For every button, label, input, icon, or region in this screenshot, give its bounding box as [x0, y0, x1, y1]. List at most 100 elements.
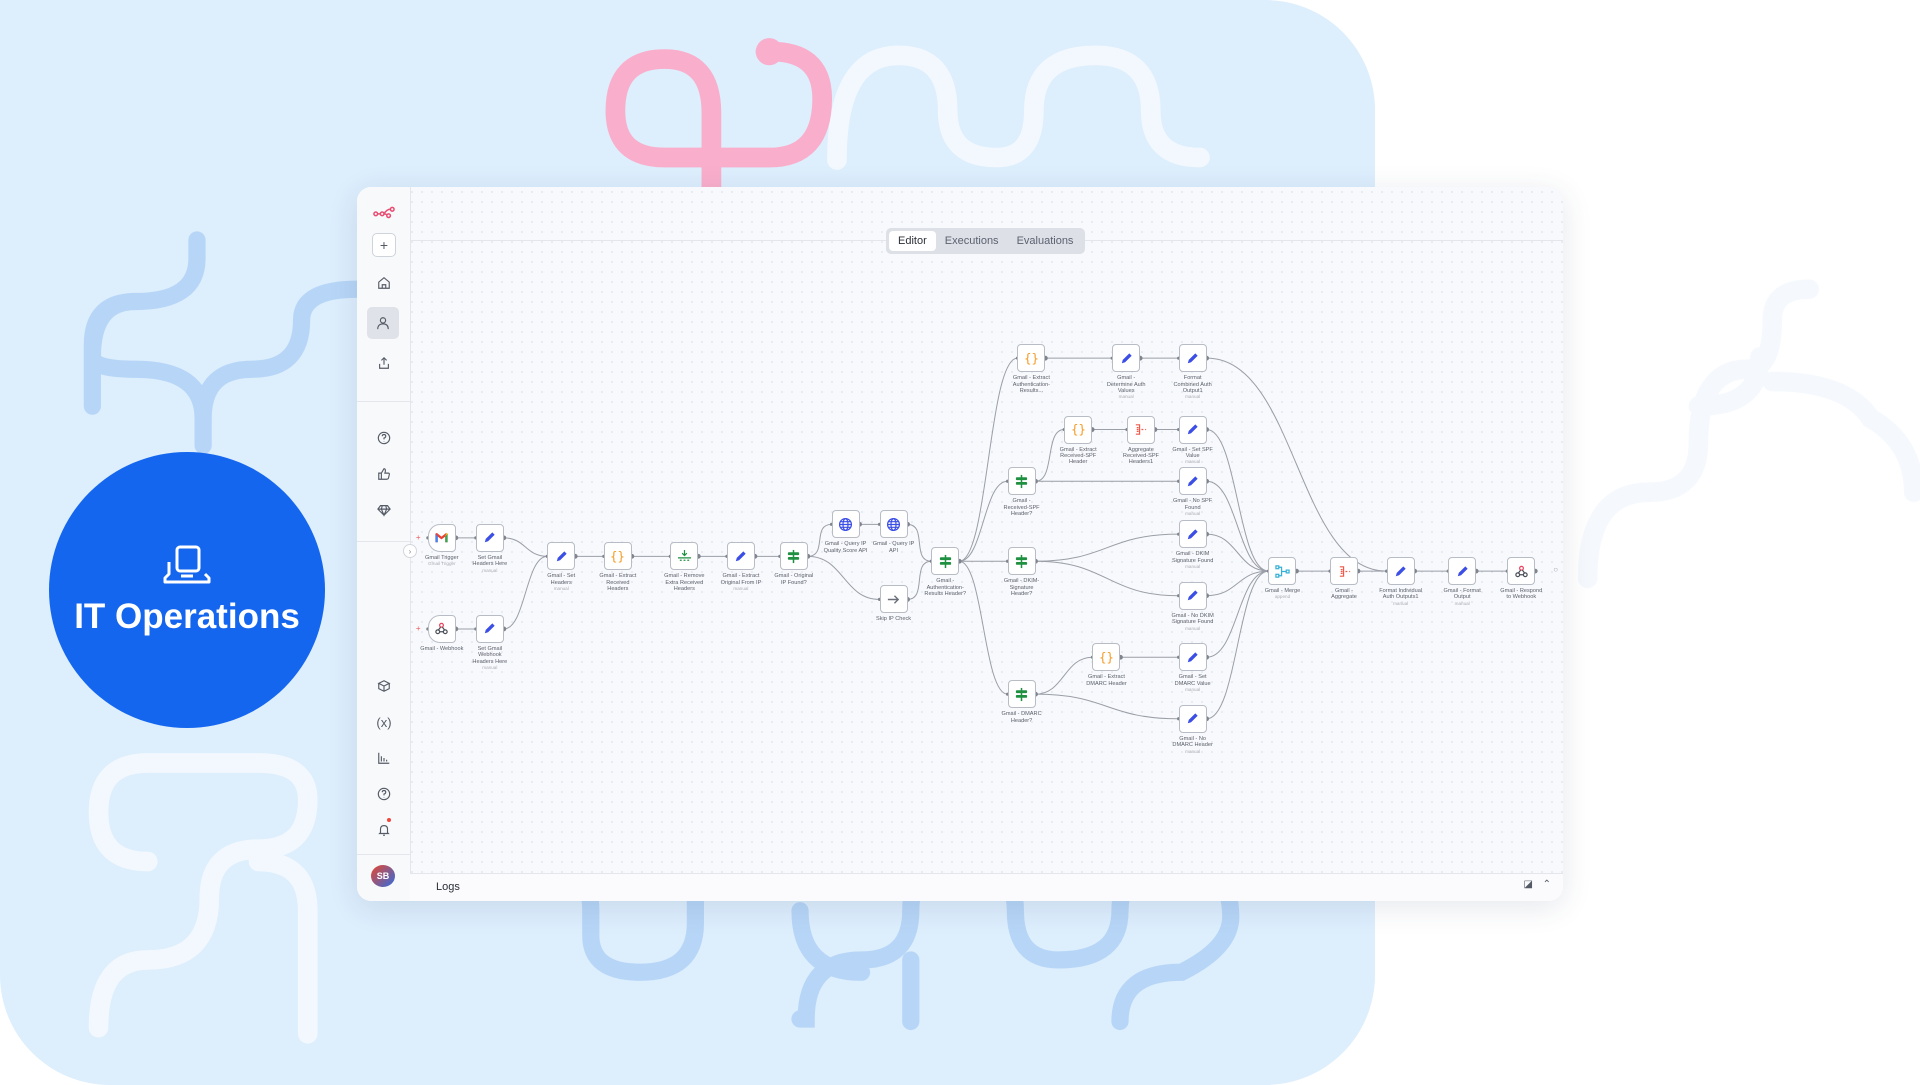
- workflow-node[interactable]: [547, 542, 576, 571]
- workflow-node[interactable]: [670, 542, 699, 571]
- node-subtitle: Gmail Trigger: [428, 561, 456, 567]
- node-label: Gmail - Remove Extra Received Headers: [664, 573, 705, 593]
- node-label: Aggregate Received-SPF Headers1: [1122, 446, 1159, 466]
- pencil-icon: [1185, 711, 1200, 726]
- globe-icon: [886, 517, 901, 532]
- person-icon[interactable]: [367, 307, 399, 339]
- it-operations-badge: IT Operations: [49, 452, 325, 728]
- plus-icon[interactable]: +: [372, 233, 396, 257]
- workflow-node[interactable]: [1386, 557, 1415, 586]
- workflow-node[interactable]: [1007, 467, 1036, 496]
- node-label: Format Individual Auth Outputs1: [1379, 588, 1423, 601]
- share-icon[interactable]: [369, 348, 399, 378]
- workflow-node[interactable]: [1507, 557, 1536, 586]
- node-label: Gmail - Extract Received-SPF Header: [1059, 446, 1097, 466]
- workflow-node[interactable]: [1178, 415, 1207, 444]
- node-label: Gmail - DMARC Header?: [1001, 711, 1042, 724]
- logs-panel[interactable]: Logs ◪ ⌃: [410, 873, 1563, 901]
- node-label: Gmail - Set DMARC Value: [1174, 674, 1211, 687]
- popout-icon[interactable]: ◪: [1523, 879, 1533, 890]
- node-label-group: Gmail - Extract DMARC Header: [1084, 674, 1128, 687]
- avatar[interactable]: SB: [371, 865, 395, 887]
- if-signpost-icon: [1014, 474, 1029, 489]
- aggregate-icon: [1337, 564, 1352, 579]
- workflow-node[interactable]: [879, 510, 908, 539]
- workflow-node[interactable]: {}: [603, 542, 632, 571]
- workflow-node[interactable]: [726, 542, 755, 571]
- workflow-node[interactable]: [1178, 467, 1207, 496]
- pencil-icon: [1393, 564, 1408, 579]
- workflow-node[interactable]: [1330, 557, 1359, 586]
- code-braces-icon: {}: [610, 549, 626, 564]
- view-tabs: Editor Executions Evaluations: [886, 228, 1086, 254]
- workflow-node[interactable]: [1007, 680, 1036, 709]
- node-label: Gmail - No DKIM Signature Found: [1171, 612, 1214, 626]
- svg-text:{}: {}: [1024, 351, 1039, 365]
- node-label: Set Gmail Headers Here: [472, 554, 508, 568]
- node-label: Gmail - Format Output: [1443, 588, 1481, 601]
- node-subtitle: manual: [1185, 394, 1201, 400]
- diamond-icon[interactable]: [369, 495, 399, 525]
- workflow-node[interactable]: [1178, 344, 1207, 373]
- workflow-node[interactable]: [1178, 704, 1207, 733]
- workflow-node[interactable]: {}: [1017, 344, 1046, 373]
- node-label-group: Gmail - Query IP API: [872, 541, 916, 554]
- if-signpost-icon: [786, 549, 801, 564]
- code-braces-icon: {}: [1024, 351, 1039, 366]
- home-icon[interactable]: [369, 268, 399, 298]
- node-label-group: Gmail - Remove Extra Received Headers: [662, 573, 706, 592]
- insights-icon[interactable]: [369, 743, 399, 773]
- workflow-node[interactable]: [475, 523, 504, 552]
- workflow-node[interactable]: [427, 523, 456, 552]
- pencil-icon: [1185, 351, 1200, 366]
- tab-evaluations[interactable]: Evaluations: [1016, 235, 1074, 247]
- workflow-node[interactable]: [1178, 643, 1207, 672]
- workflow-node[interactable]: {}: [1092, 643, 1121, 672]
- workflow-node[interactable]: [931, 547, 960, 576]
- help-icon[interactable]: [369, 423, 399, 453]
- node-label: Gmail - Extract DMARC Header: [1086, 674, 1127, 687]
- node-label-group: Gmail - Received-SPF Header?: [1000, 498, 1044, 517]
- svg-text:{}: {}: [1071, 423, 1086, 437]
- tab-executions[interactable]: Executions: [944, 235, 999, 247]
- notification-dot: [387, 818, 391, 822]
- expand-sidebar-button[interactable]: ›: [403, 544, 417, 558]
- workflow-node[interactable]: [1112, 344, 1141, 373]
- if-signpost-icon: [938, 554, 953, 569]
- workflow-node[interactable]: [1178, 520, 1207, 549]
- node-subtitle: manual: [1118, 394, 1134, 400]
- variables-icon[interactable]: (x): [376, 714, 392, 730]
- end-port-icon[interactable]: ○: [1553, 564, 1559, 574]
- workflow-node[interactable]: [475, 614, 504, 643]
- workflow-node[interactable]: [1448, 557, 1477, 586]
- workflow-node[interactable]: [779, 542, 808, 571]
- workflow-node[interactable]: [1126, 415, 1155, 444]
- node-label: Gmail - Extract Authentication-Results..…: [1012, 375, 1051, 394]
- workflow-node[interactable]: [831, 510, 860, 539]
- thumbs-up-icon[interactable]: [369, 459, 399, 489]
- node-label: Gmail - Respond to Webhook: [1500, 588, 1543, 601]
- workflow-node[interactable]: [1007, 547, 1036, 576]
- pencil-icon: [1185, 588, 1200, 603]
- workflow-node[interactable]: {}: [1064, 415, 1093, 444]
- bell-icon[interactable]: [369, 815, 399, 845]
- templates-icon[interactable]: [369, 671, 399, 701]
- workflow-node[interactable]: [1178, 581, 1207, 610]
- workflow-node[interactable]: [879, 585, 908, 614]
- tab-editor[interactable]: Editor: [889, 231, 936, 251]
- divider: [357, 541, 410, 542]
- workflow-node[interactable]: [427, 614, 456, 643]
- n8n-logo-icon[interactable]: [369, 197, 399, 227]
- node-label-group: Gmail - Authentication-Results Header?: [923, 578, 967, 597]
- node-label: Gmail - Original IP Found?: [774, 573, 814, 586]
- pencil-icon: [554, 549, 569, 564]
- chevron-up-icon[interactable]: ⌃: [1542, 879, 1551, 890]
- workflow-node[interactable]: [1268, 557, 1297, 586]
- svg-text:{}: {}: [1099, 650, 1114, 664]
- node-label: Gmail Trigger: [425, 554, 459, 561]
- help-icon[interactable]: [369, 779, 399, 809]
